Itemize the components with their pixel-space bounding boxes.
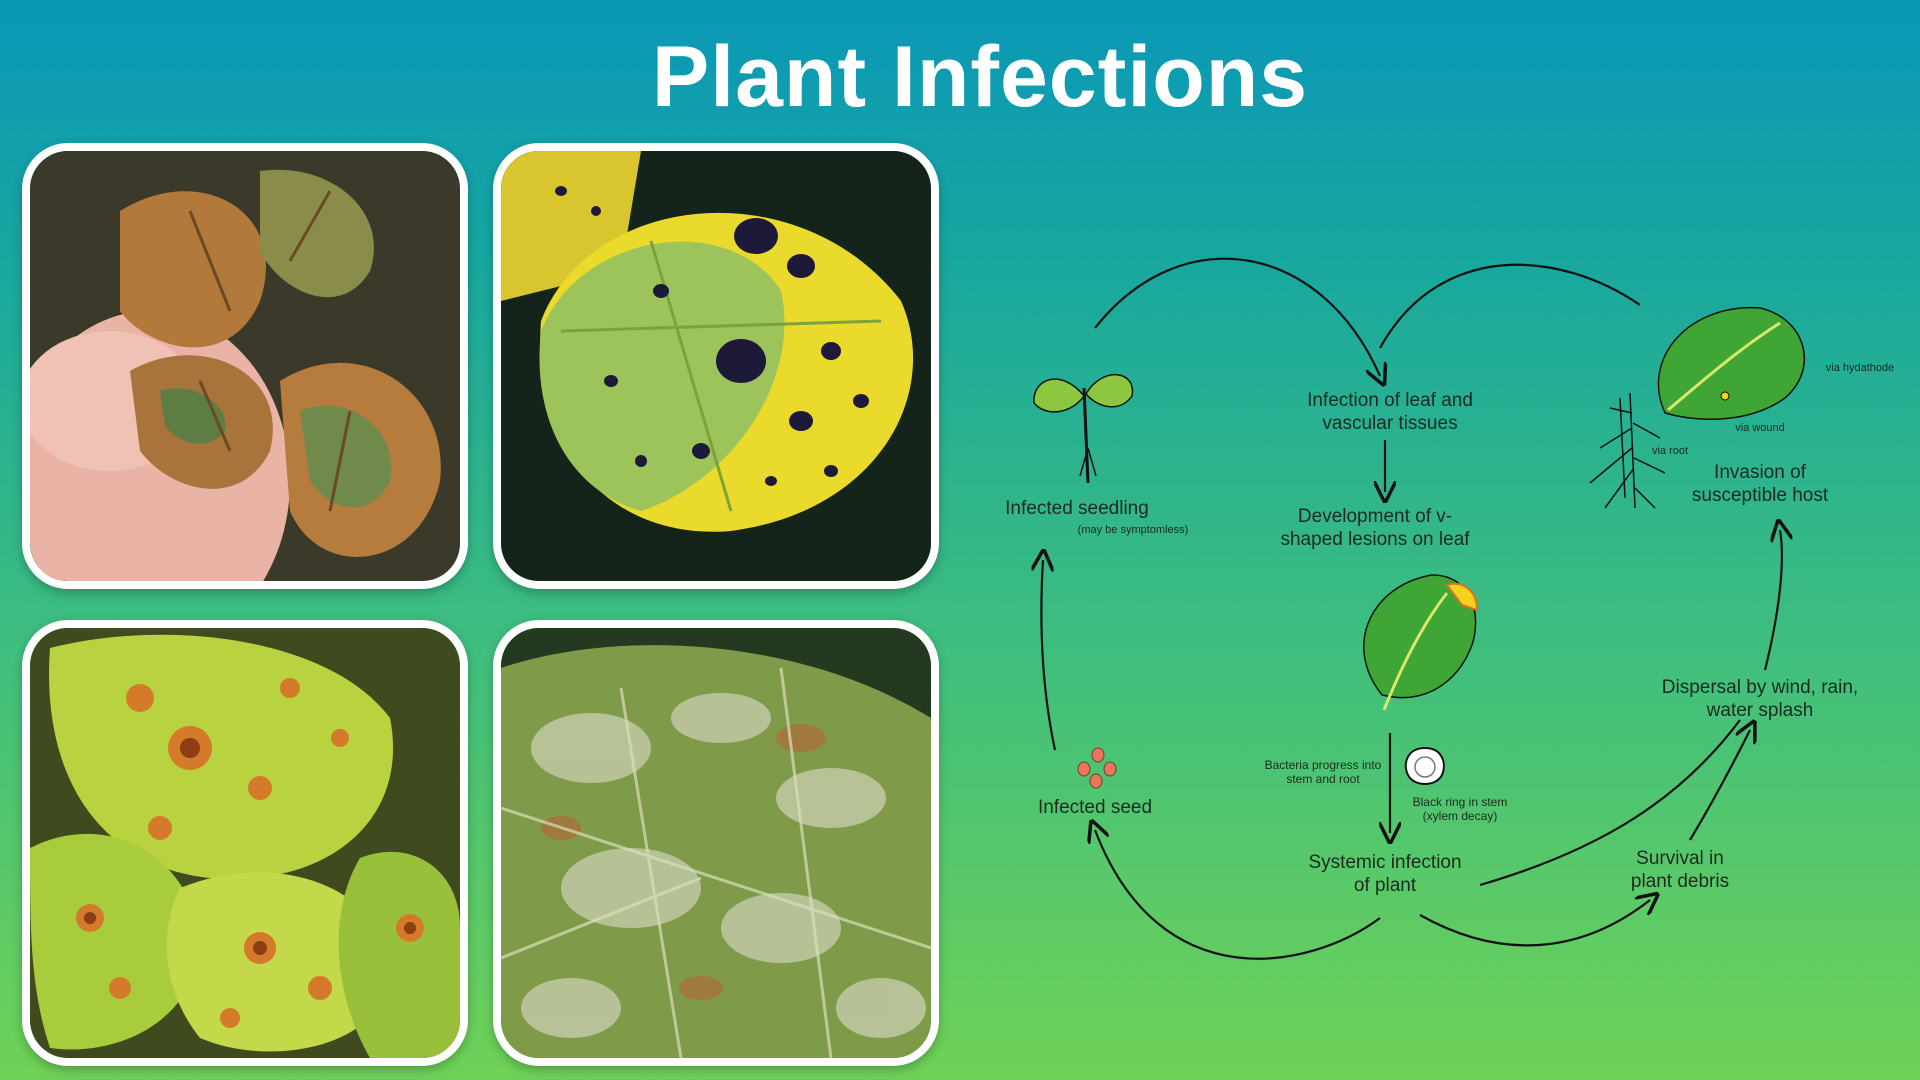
label-survival-debris: Survival in plant debris <box>1630 848 1730 892</box>
photo-rust-spots-image <box>30 628 460 1058</box>
label-systemic-infection: Systemic infection of plant <box>1308 852 1462 896</box>
label-via-wound: via wound <box>1735 422 1785 434</box>
host-leaf-root-icon <box>1589 307 1806 509</box>
seedling-icon <box>1033 374 1134 484</box>
photo-brown-wilt-image <box>30 151 460 581</box>
leaf-photo-black-spot <box>493 143 939 589</box>
photo-black-spot-image <box>501 151 931 581</box>
disease-cycle-diagram: Infection of leaf and vascular tissues D… <box>980 230 1920 1010</box>
cycle-arrows <box>980 257 1920 960</box>
label-v-lesions: Development of v-shaped lesions on leaf <box>1280 506 1470 550</box>
leaf-photo-powdery-mildew <box>493 620 939 1066</box>
label-infection-leaf: Infection of leaf and vascular tissues <box>1307 390 1473 434</box>
label-may-be-symptomless: (may be symptomless) <box>1077 524 1189 536</box>
leaf-photo-brown-wilt <box>22 143 468 589</box>
infected-seeds-icon <box>1077 747 1117 789</box>
page-title: Plant Infections <box>651 29 1309 125</box>
label-via-root: via root <box>1651 445 1689 457</box>
lesion-leaf-icon <box>1363 574 1479 711</box>
stem-cross-section-icon <box>1404 746 1445 785</box>
leaf-photo-rust-spots <box>22 620 468 1066</box>
photo-powdery-mildew-image <box>501 628 931 1058</box>
label-invasion-host: Invasion of susceptible host <box>1691 462 1829 506</box>
label-infected-seedling: Infected seedling <box>1005 498 1149 519</box>
label-infected-seed: Infected seed <box>1037 797 1153 818</box>
label-via-hydathode: via hydathode <box>1825 362 1895 374</box>
label-bacteria-progress: Bacteria progress into stem and root <box>1264 758 1382 787</box>
label-dispersal: Dispersal by wind, rain, water splash <box>1661 677 1859 721</box>
label-black-ring: Black ring in stem (xylem decay) <box>1412 795 1508 824</box>
